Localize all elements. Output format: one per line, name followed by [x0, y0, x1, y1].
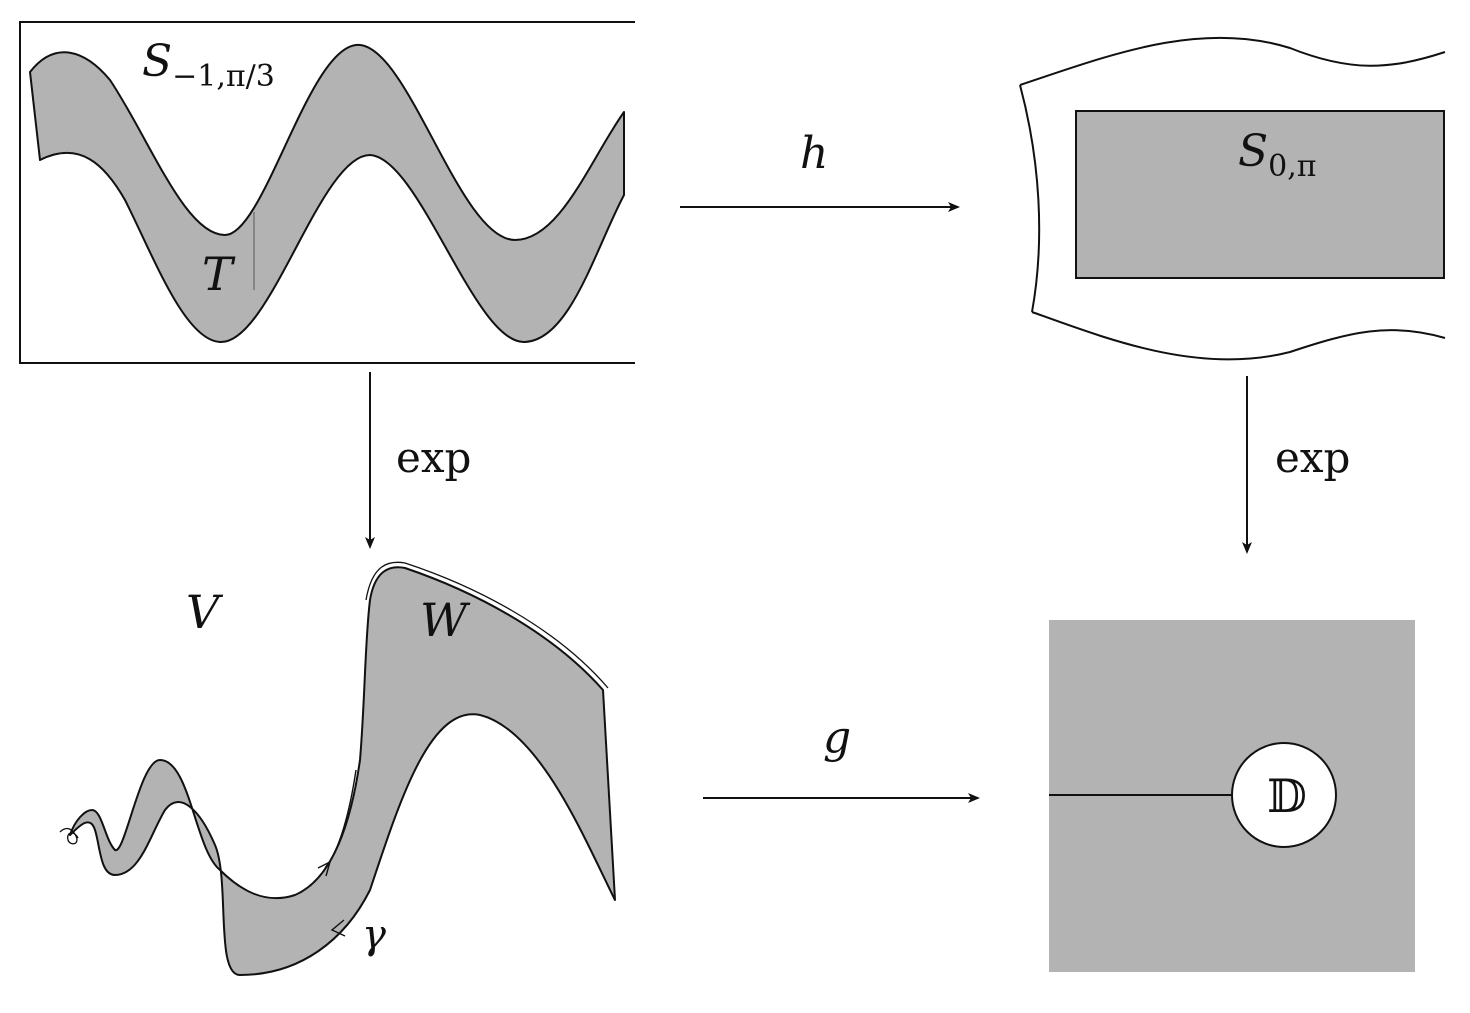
bottom-right-panel: 𝔻	[1049, 620, 1415, 972]
arrow-g: g	[703, 712, 980, 803]
region-label-s-0-pi: S0,π	[1238, 126, 1317, 184]
top-right-panel: S0,π	[1019, 36, 1446, 361]
strip-frame	[19, 21, 635, 364]
label-w: W	[420, 593, 471, 647]
label-v: V	[186, 585, 224, 639]
arrow-exp-right: exp	[1242, 376, 1350, 554]
region-w-outer-edge	[365, 561, 609, 689]
arrow-exp-left-label: exp	[396, 433, 471, 482]
bottom-left-panel: V W γ	[59, 561, 616, 976]
arrow-h: h	[680, 128, 960, 212]
arrow-g-label: g	[823, 712, 851, 763]
tail-wiggle	[59, 827, 79, 845]
unit-disk	[1231, 742, 1337, 848]
label-gamma: γ	[362, 912, 386, 958]
arrow-exp-left: exp	[365, 372, 471, 549]
outer-boundary-top	[1019, 36, 1446, 86]
rectangle-s-0-pi	[1075, 110, 1445, 279]
region-w	[69, 566, 616, 976]
band-label-t: T	[202, 247, 236, 301]
gamma-arrow-down	[330, 919, 346, 937]
outer-boundary-bottom	[1031, 311, 1446, 361]
sinusoidal-band-t	[29, 43, 625, 344]
arrow-exp-right-label: exp	[1275, 433, 1350, 482]
label-disk-d: 𝔻	[1267, 769, 1307, 823]
outer-boundary-left	[1019, 84, 1041, 313]
gamma-arrow-up	[317, 860, 332, 877]
top-left-panel: S−1,π/3 T	[19, 21, 635, 364]
arrow-h-label: h	[800, 128, 828, 179]
region-label-s-minus1: S−1,π/3	[142, 36, 275, 94]
